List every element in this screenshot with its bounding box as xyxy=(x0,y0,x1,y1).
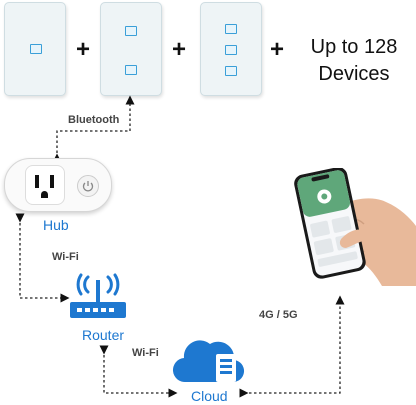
cloud-label: Cloud xyxy=(191,388,228,404)
hand-holding-phone xyxy=(294,168,416,286)
outlet-slot xyxy=(50,175,54,188)
hub-device xyxy=(4,158,112,212)
hub-label: Hub xyxy=(43,217,69,233)
cloud-icon xyxy=(172,340,245,383)
router-icon xyxy=(70,273,126,318)
thumb xyxy=(339,229,366,248)
wifi-router-label: Wi-Fi xyxy=(132,347,159,359)
outlet-slot xyxy=(35,175,39,188)
headline-line2: Devices xyxy=(318,63,390,85)
switch-button-indicator xyxy=(225,24,237,34)
hand xyxy=(344,198,416,286)
switch-button-indicator xyxy=(125,26,137,36)
plus-sign: + xyxy=(270,36,285,63)
switch-button-indicator xyxy=(225,45,237,55)
switch-button-indicator xyxy=(30,44,42,54)
outlet-face xyxy=(25,165,65,205)
server-icon xyxy=(216,354,236,382)
power-button xyxy=(77,175,99,197)
plus-sign: + xyxy=(172,36,187,63)
outlet-ground xyxy=(41,191,48,198)
cloud-phone-link xyxy=(239,295,345,398)
headline-line1: Up to 128 xyxy=(310,36,398,58)
switch-button-indicator xyxy=(125,65,137,75)
switch-button-indicator xyxy=(225,66,237,76)
wifi-hub-label: Wi-Fi xyxy=(52,251,79,263)
bluetooth-link xyxy=(52,95,135,163)
switch-panel-1gang xyxy=(4,2,66,96)
power-icon xyxy=(82,181,94,192)
plus-sign: + xyxy=(76,36,91,63)
bluetooth-label: Bluetooth xyxy=(68,114,120,126)
switch-panel-3gang xyxy=(200,2,262,96)
hub-router-link xyxy=(15,213,70,303)
router-label: Router xyxy=(82,327,125,343)
switch-panel-2gang xyxy=(100,2,162,96)
cellular-label: 4G / 5G xyxy=(259,309,298,321)
headline: Up to 128 Devices xyxy=(292,34,416,88)
